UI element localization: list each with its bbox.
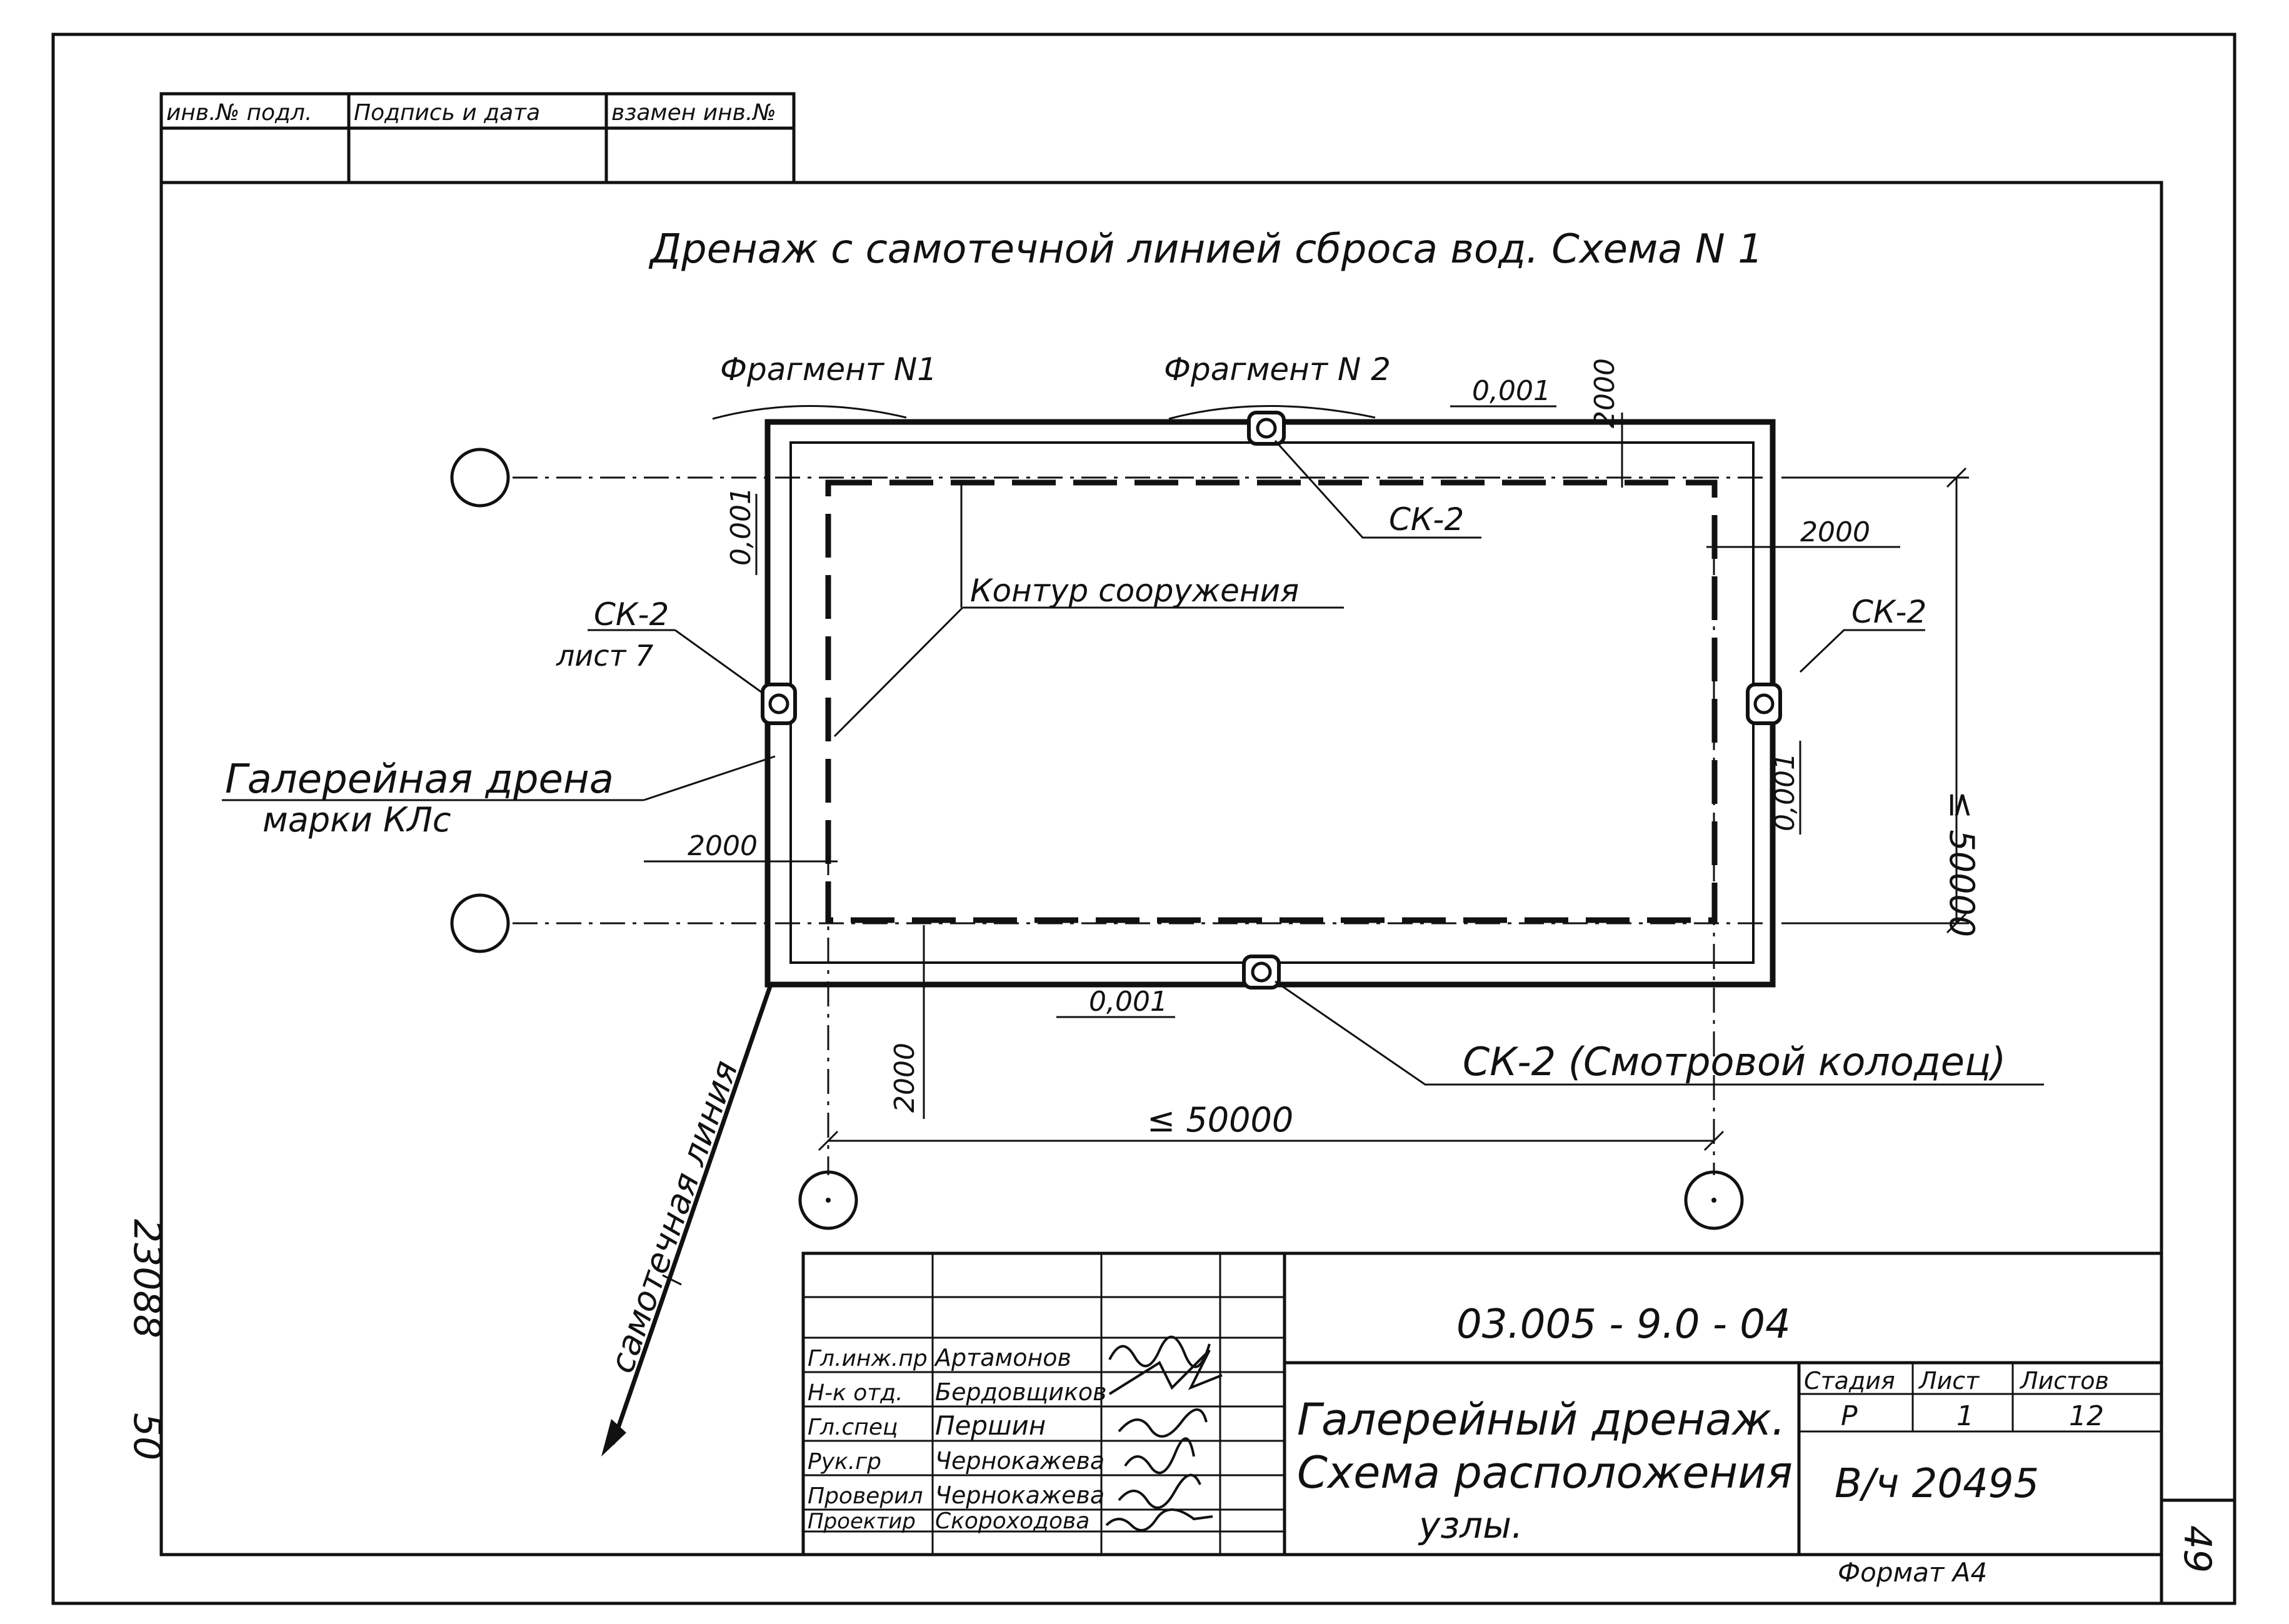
gravity-line: [610, 985, 773, 1445]
well-right: [1746, 683, 1782, 725]
staff-name-2: Бердовщиков: [935, 1378, 1107, 1406]
staff-role-1: Гл.инж.пр: [808, 1346, 928, 1371]
dim-length-tick-b: [1703, 1130, 1725, 1151]
well-bottom: [1242, 955, 1281, 990]
dim-width: ≤ 50000: [1942, 791, 1981, 937]
label-fragment-1: Фрагмент N1: [720, 351, 937, 388]
label-gravity-line: самотечная линия: [602, 1056, 746, 1378]
staff-name-4: Чернокажева: [935, 1447, 1104, 1475]
staff-name-3: Першин: [935, 1410, 1046, 1441]
slope-right: 0,001: [1769, 753, 1801, 831]
stamp-header-replace: взамен инв.№: [611, 100, 776, 126]
gravity-arrow-icon: [601, 1419, 626, 1456]
format-label: Формат А4: [1838, 1557, 1987, 1588]
label-ck2-right: СК-2: [1851, 594, 1926, 630]
axis-dot-b: [1711, 1198, 1716, 1203]
stamp-header-sign: Подпись и дата: [354, 100, 540, 126]
label-ck2-top: СК-2: [1389, 501, 1464, 538]
drawing-code: 03.005 - 9.0 - 04: [1456, 1301, 1791, 1348]
stamp-top-table: инв.№ подл. Подпись и дата взамен инв.№: [159, 92, 796, 184]
dim-length: ≤ 50000: [1147, 1100, 1293, 1140]
label-fragment-2: Фрагмент N 2: [1164, 351, 1391, 388]
well-left: [761, 683, 797, 725]
well-top: [1247, 411, 1286, 446]
leader-ck2-top: [1274, 439, 1481, 539]
staff-role-3: Гл.спец: [808, 1415, 898, 1440]
staff-role-5: Проверил: [808, 1483, 923, 1509]
leader-ck2-left: [674, 629, 764, 695]
label-ck2-left: СК-2: [594, 596, 669, 633]
axis-lines: [513, 476, 1788, 1175]
slope-top: 0,001: [1472, 375, 1551, 407]
axis-bubble-top-left: [450, 448, 510, 508]
staff-name-1: Артамонов: [933, 1344, 1071, 1371]
dim-width-tick-a: [1946, 467, 1967, 488]
stage-header: Стадия: [1804, 1367, 1895, 1395]
description-line-1: Галерейный дренаж.: [1297, 1394, 1785, 1445]
label-contour: Контур сооружения: [970, 573, 1299, 609]
slope-left: 0,001: [725, 487, 757, 566]
side-number: 23088: [125, 1219, 169, 1338]
label-gallery-drain: Галерейная дрена: [225, 756, 614, 803]
axis-bubble-bottom-b: [1684, 1170, 1744, 1230]
staff-role-6: Проектир: [808, 1509, 916, 1534]
fragment-2-arc: [1168, 405, 1376, 420]
label-sheet-7: лист 7: [556, 639, 653, 673]
sheets-value: 12: [2069, 1400, 2104, 1432]
axis-bubble-bottom-a: [798, 1170, 858, 1230]
org-code: В/ч 20495: [1835, 1461, 2039, 1507]
sheet-header: Лист: [1918, 1367, 1980, 1395]
staff-name-6: Скороходова: [935, 1508, 1089, 1534]
leader-ck2-right: [1799, 629, 1925, 673]
leader-gallery: [643, 755, 776, 801]
gallery-drain-outline: [764, 419, 1776, 988]
sheet-value: 1: [1956, 1400, 1974, 1432]
page-number: 49: [2175, 1525, 2219, 1573]
label-ck2-bottom: СК-2 (Смотровой колодец): [1463, 1039, 2006, 1085]
staff-name-5: Чернокажева: [935, 1481, 1104, 1509]
slope-bottom: 0,001: [1089, 986, 1168, 1018]
gravity-tick: [662, 1274, 682, 1286]
leader-contour-diag: [833, 606, 964, 738]
dim-right: 2000: [1800, 516, 1870, 548]
label-gallery-brand: марки КЛс: [263, 800, 451, 840]
title-block: [801, 1251, 2163, 1556]
signatures: [1105, 1335, 1223, 1531]
axis-bubble-bottom-left: [450, 893, 510, 953]
staff-role-4: Рук.гр: [808, 1449, 881, 1475]
stamp-header-inv: инв.№ подл.: [166, 100, 312, 126]
outer-border: [51, 33, 2236, 1605]
stage-value: Р: [1841, 1400, 1858, 1432]
dim-left: 2000: [688, 830, 758, 862]
sheets-header: Листов: [2019, 1367, 2109, 1395]
side-number-2: 50: [125, 1413, 169, 1460]
leader-ck2-bottom: [1275, 980, 2044, 1086]
dim-top: 2000: [1589, 358, 1621, 428]
description-line-3: узлы.: [1418, 1504, 1523, 1546]
dim-bottom: 2000: [889, 1043, 921, 1113]
page-number-box: [2160, 1498, 2236, 1605]
axis-dot-a: [826, 1198, 831, 1203]
staff-role-2: Н-к отд.: [808, 1380, 903, 1406]
dim-length-tick-a: [818, 1130, 839, 1151]
fragment-1-arc: [712, 405, 907, 420]
description-line-2: Схема расположения: [1297, 1447, 1793, 1498]
dim-width-tick-b: [1946, 913, 1967, 934]
diagram-title: Дренаж с самотечной линией сброса вод. С…: [648, 226, 1763, 273]
